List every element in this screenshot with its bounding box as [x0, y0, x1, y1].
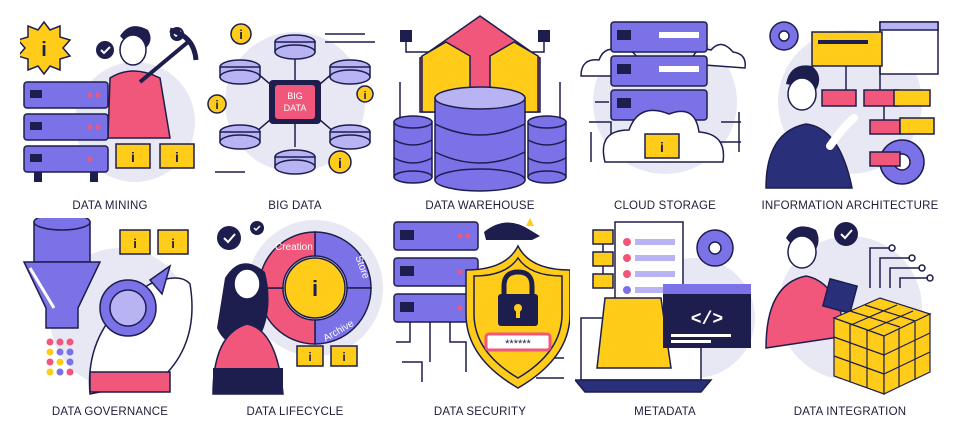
caption-data-warehouse: DATA WAREHOUSE — [425, 200, 535, 212]
svg-text:i: i — [171, 236, 175, 251]
big-data-chip-line2: DATA — [284, 103, 307, 113]
server-pickaxe-icon: i i i — [20, 20, 199, 182]
tile-data-mining: i i i DATA MINING — [20, 12, 200, 212]
svg-text:i: i — [175, 149, 179, 165]
caption-data-mining: DATA MINING — [72, 200, 148, 212]
tile-data-security: ****** DATA SECURITY — [390, 218, 570, 418]
caption-information-architecture: INFORMATION ARCHITECTURE — [761, 200, 939, 212]
warehouse-database-icon — [393, 15, 567, 192]
tile-data-warehouse: DATA WAREHOUSE — [390, 12, 570, 212]
cube-blocks-icon — [765, 222, 934, 395]
tile-data-lifecycle: i Creation Store Archive Use i i DATA LI… — [205, 218, 385, 418]
database-network-icon: BIG DATA i i i i — [207, 23, 375, 175]
code-laptop-icon: </> — [575, 221, 755, 393]
funnel-hand-icon: i i — [22, 218, 193, 395]
svg-text:i: i — [239, 27, 243, 42]
lifecycle-wheel-icon: i Creation Store Archive Use i i — [212, 220, 383, 395]
tile-big-data: BIG DATA i i i i BIG DATA — [205, 12, 385, 212]
tile-information-architecture: INFORMATION ARCHITECTURE — [760, 12, 940, 212]
tile-cloud-storage: i CLOUD STORAGE — [575, 12, 755, 212]
tile-data-integration: DATA INTEGRATION — [760, 218, 940, 418]
caption-data-lifecycle: DATA LIFECYCLE — [246, 406, 344, 418]
caption-data-governance: DATA GOVERNANCE — [51, 406, 169, 418]
svg-text:i: i — [363, 90, 366, 102]
svg-text:i: i — [131, 149, 135, 165]
svg-text:i: i — [308, 350, 311, 364]
svg-text:i: i — [41, 39, 47, 61]
code-symbol: </> — [691, 310, 723, 330]
ring-label-creation: Creation — [275, 242, 313, 253]
svg-text:i: i — [312, 276, 318, 301]
caption-cloud-storage: CLOUD STORAGE — [613, 200, 717, 212]
caption-big-data: BIG DATA — [268, 200, 322, 212]
caption-data-security: DATA SECURITY — [433, 406, 527, 418]
caption-metadata: METADATA — [634, 406, 696, 418]
svg-text:i: i — [338, 155, 342, 171]
svg-text:i: i — [342, 350, 345, 364]
cloud-server-icon: i — [580, 21, 746, 174]
caption-data-integration: DATA INTEGRATION — [793, 406, 907, 418]
svg-text:i: i — [133, 236, 137, 251]
svg-text:i: i — [215, 98, 218, 112]
sitemap-person-icon — [765, 21, 939, 189]
shield-lock-icon: ****** — [393, 218, 570, 389]
password-mask: ****** — [505, 338, 531, 350]
tile-metadata: </> METADATA — [575, 218, 755, 418]
big-data-chip-line1: BIG — [287, 91, 303, 101]
svg-text:i: i — [660, 139, 664, 155]
tile-data-governance: i i DATA GOVERNANCE — [20, 218, 200, 418]
